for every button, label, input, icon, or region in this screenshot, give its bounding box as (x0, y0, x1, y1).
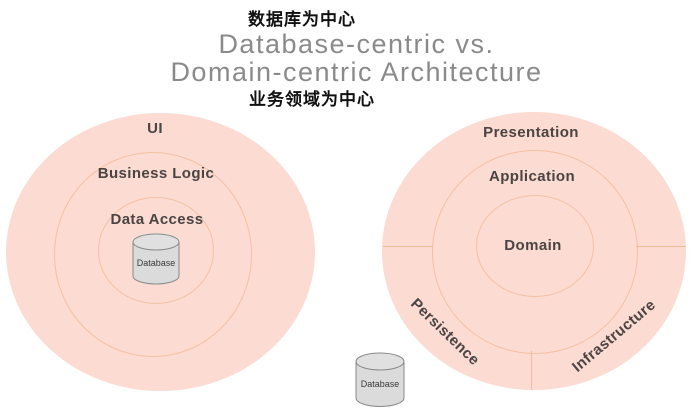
right-database-label: Database (361, 379, 400, 389)
title-line-1: Database-centric vs. (218, 29, 495, 59)
right-ring-label-application: Application (488, 168, 576, 185)
segment-divider-right (636, 246, 686, 247)
left-inner-circle (98, 197, 214, 304)
database-cylinder-icon: Database (355, 352, 405, 407)
left-ring-label-data-access: Data Access (110, 211, 204, 228)
title-line-2: Domain-centric Architecture (170, 57, 543, 87)
left-ring-label-ui: UI (147, 120, 163, 137)
segment-divider-bottom (531, 351, 532, 390)
caption-database-centric-cn: 数据库为中心 (248, 10, 356, 29)
database-cylinder-icon: Database (132, 233, 180, 285)
right-inner-circle (476, 195, 594, 297)
right-middle-ring (432, 150, 638, 354)
segment-divider-left (383, 246, 433, 247)
left-middle-ring (54, 152, 252, 357)
caption-domain-centric-cn: 业务领域为中心 (249, 90, 375, 109)
left-database-label: Database (137, 258, 176, 268)
right-ring-label-presentation: Presentation (483, 124, 579, 141)
left-ring-label-business-logic: Business Logic (97, 165, 215, 182)
right-ring-label-domain: Domain (504, 237, 562, 254)
